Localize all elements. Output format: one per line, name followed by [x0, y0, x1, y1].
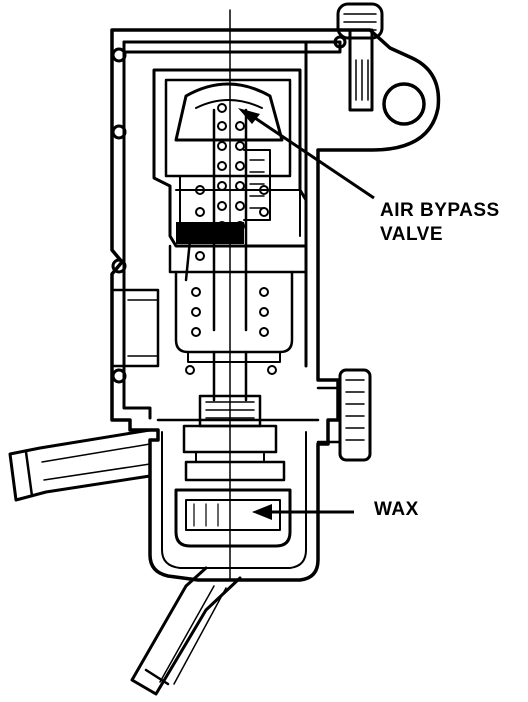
wax-element — [156, 350, 372, 569]
air-bypass-label-line1: AIR BYPASS — [380, 200, 500, 221]
lower-nipple — [130, 566, 242, 696]
outer-housing — [110, 2, 441, 582]
wax-arrowhead — [252, 504, 272, 520]
spring-stack — [174, 9, 294, 581]
wax-label: WAX — [374, 499, 419, 520]
air-bypass-arrowhead — [238, 108, 260, 124]
diaphragm-chamber — [152, 68, 308, 282]
upper-left-nipple — [8, 428, 152, 502]
air-bypass-valve-label: AIR BYPASS VALVE — [380, 199, 500, 247]
side-port — [110, 288, 160, 368]
air-bypass-label-line2: VALVE — [380, 224, 444, 245]
